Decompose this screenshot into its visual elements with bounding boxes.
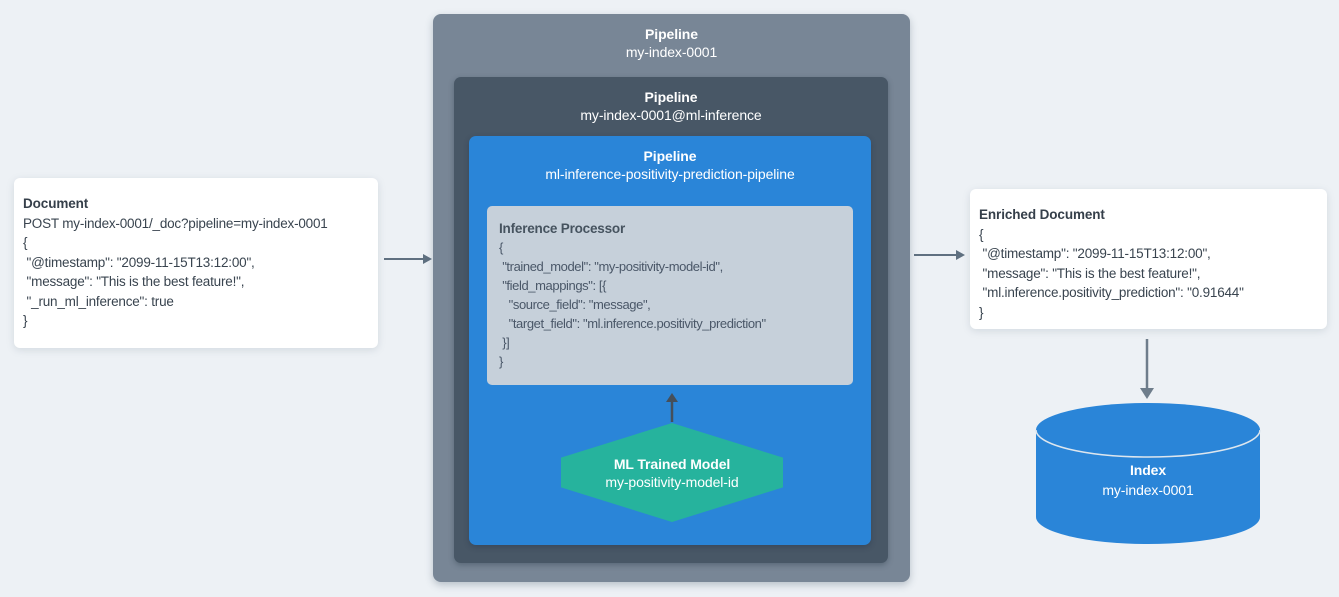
code-line: "message": "This is the best feature!", [23, 274, 245, 289]
code-line: { [23, 235, 28, 250]
inference-processor-card: Inference Processor { "trained_model": "… [487, 206, 853, 385]
inference-processor-code: { "trained_model": "my-positivity-model-… [499, 238, 853, 371]
ml-trained-model-name: my-positivity-model-id [605, 473, 739, 490]
arrow-document-to-pipeline-icon [384, 254, 432, 264]
ml-trained-model-hexagon: ML Trained Model my-positivity-model-id [561, 423, 783, 522]
code-line: "ml.inference.positivity_prediction": "0… [979, 285, 1244, 300]
code-line: } [499, 354, 503, 369]
ml-trained-model-title: ML Trained Model [613, 455, 731, 472]
index-name: my-index-0001 [1102, 482, 1194, 498]
code-line: "message": "This is the best feature!", [979, 265, 1201, 281]
document-card: Document POST my-index-0001/_doc?pipelin… [14, 178, 378, 348]
code-line: } [979, 304, 984, 320]
cylinder-shape-icon [1035, 403, 1261, 544]
pipeline-outer-header: Pipeline my-index-0001 [433, 25, 910, 62]
arrow-pipeline-to-enriched-icon [914, 250, 965, 260]
document-code: POST my-index-0001/_doc?pipeline=my-inde… [23, 214, 368, 331]
code-line: POST my-index-0001/_doc?pipeline=my-inde… [23, 215, 328, 231]
inference-processor-title: Inference Processor [499, 221, 626, 236]
pipeline-outer-name: my-index-0001 [625, 44, 718, 60]
code-line: "target_field": "ml.inference.positivity… [499, 316, 766, 331]
pipeline-inference-label: Pipeline [643, 148, 697, 164]
pipeline-inference-header: Pipeline ml-inference-positivity-predict… [469, 147, 871, 184]
arrow-enriched-to-index-icon [1140, 339, 1154, 399]
document-title: Document [23, 196, 89, 211]
enriched-document-title: Enriched Document [979, 207, 1105, 222]
code-line: { [979, 226, 984, 242]
pipeline-ml-inference-header: Pipeline my-index-0001@ml-inference [454, 88, 888, 125]
code-line: "@timestamp": "2099-11-15T13:12:00", [23, 254, 255, 270]
code-line: "trained_model": "my-positivity-model-id… [499, 259, 723, 274]
arrow-model-to-processor-icon [666, 393, 678, 422]
code-line: "@timestamp": "2099-11-15T13:12:00", [979, 246, 1211, 261]
pipeline-inference-name: ml-inference-positivity-prediction-pipel… [545, 166, 795, 182]
code-line: "source_field": "message", [499, 297, 651, 312]
pipeline-outer-label: Pipeline [645, 26, 698, 42]
pipeline-ml-inference-label: Pipeline [644, 89, 698, 105]
enriched-document-card: Enriched Document { "@timestamp": "2099-… [970, 189, 1327, 329]
code-line: }] [499, 335, 510, 350]
index-text: Index my-index-0001 [1034, 461, 1262, 500]
code-line: "_run_ml_inference": true [23, 293, 174, 309]
index-cylinder: Index my-index-0001 [1034, 401, 1262, 547]
pipeline-ml-inference-box: Pipeline my-index-0001@ml-inference Pipe… [454, 77, 888, 563]
enriched-document-code: { "@timestamp": "2099-11-15T13:12:00", "… [979, 225, 1317, 323]
code-line: { [499, 240, 503, 255]
pipeline-outer-box: Pipeline my-index-0001 Pipeline my-index… [433, 14, 910, 582]
pipeline-ml-inference-name: my-index-0001@ml-inference [580, 107, 762, 123]
code-line: "field_mappings": [{ [499, 278, 607, 293]
index-title: Index [1129, 462, 1167, 478]
pipeline-inference-box: Pipeline ml-inference-positivity-predict… [469, 136, 871, 545]
code-line: } [23, 313, 28, 328]
